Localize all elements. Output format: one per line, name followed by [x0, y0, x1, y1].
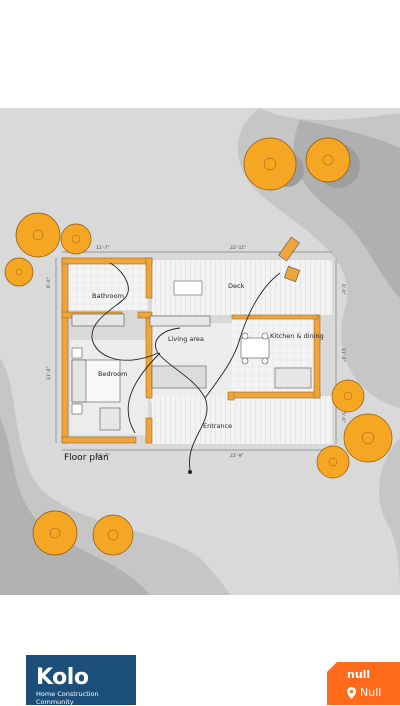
dim-top-right: 22'-11" — [230, 245, 246, 251]
deck-table — [173, 280, 203, 296]
dim-left-bottom: 11'-0" — [46, 366, 52, 380]
tree — [331, 379, 365, 413]
label-kitchen: Kitchen & dining — [270, 332, 324, 340]
chair-deck-2 — [283, 265, 301, 283]
nightstand-bottom — [71, 403, 83, 415]
bath-counter — [71, 313, 125, 327]
location-badge[interactable]: null Null — [327, 662, 400, 705]
brand-tagline: Home Construction Community — [36, 690, 99, 706]
tree — [60, 223, 92, 255]
dim-right-bottom: 5'-0" — [340, 412, 346, 423]
label-living: Living area — [168, 335, 204, 343]
dim-bottom-left: 11'-7" — [96, 453, 110, 459]
desk — [99, 407, 121, 431]
tree — [4, 257, 34, 287]
tree — [343, 413, 393, 463]
floor-plan-drawing: 11'-7" 22'-11" 11'-7" 22'-9" 6'-0" 11'-0… — [0, 108, 400, 595]
label-bathroom: Bathroom — [92, 292, 124, 300]
brand-name: Kolo — [36, 665, 89, 690]
dim-right-top: 6'-0" — [340, 284, 346, 295]
label-deck: Deck — [228, 282, 245, 290]
tree — [243, 137, 297, 191]
badge-title: null — [347, 668, 371, 681]
label-entrance: Entrance — [203, 422, 232, 430]
tree — [15, 212, 61, 258]
dim-top-left: 11'-7" — [96, 245, 110, 251]
sofa — [151, 365, 207, 389]
bath-vanity — [149, 315, 211, 327]
tree — [32, 510, 78, 556]
terrain-bottom-right — [379, 438, 400, 595]
living-floor — [150, 323, 232, 403]
dim-right-mid: 11'-0" — [340, 348, 346, 362]
bathroom-floor — [68, 260, 148, 310]
floor-plan-title: Floor plan — [64, 453, 109, 463]
tree — [316, 445, 350, 479]
dim-bottom-right: 22'-9" — [230, 453, 244, 459]
tree — [92, 514, 134, 556]
floor-plan-canvas: 11'-7" 22'-11" 11'-7" 22'-9" 6'-0" 11'-0… — [0, 108, 400, 595]
kitchen-table — [240, 337, 270, 359]
chair-deck — [278, 236, 300, 262]
kitchen-counter — [274, 367, 312, 389]
trees — [4, 137, 393, 556]
nightstand-top — [71, 347, 83, 359]
circulation-paths — [91, 262, 281, 471]
tree — [305, 137, 351, 183]
badge-location: Null — [347, 686, 381, 699]
location-pin-icon — [347, 686, 356, 699]
badge-location-text: Null — [360, 686, 382, 699]
dim-left-top: 6'-0" — [46, 277, 52, 288]
label-bedroom: Bedroom — [98, 370, 127, 378]
kolo-logo[interactable]: Kolo Home Construction Community — [26, 655, 136, 706]
terrain-bottom-left-inner — [0, 418, 150, 595]
tree-texture — [15, 154, 375, 541]
